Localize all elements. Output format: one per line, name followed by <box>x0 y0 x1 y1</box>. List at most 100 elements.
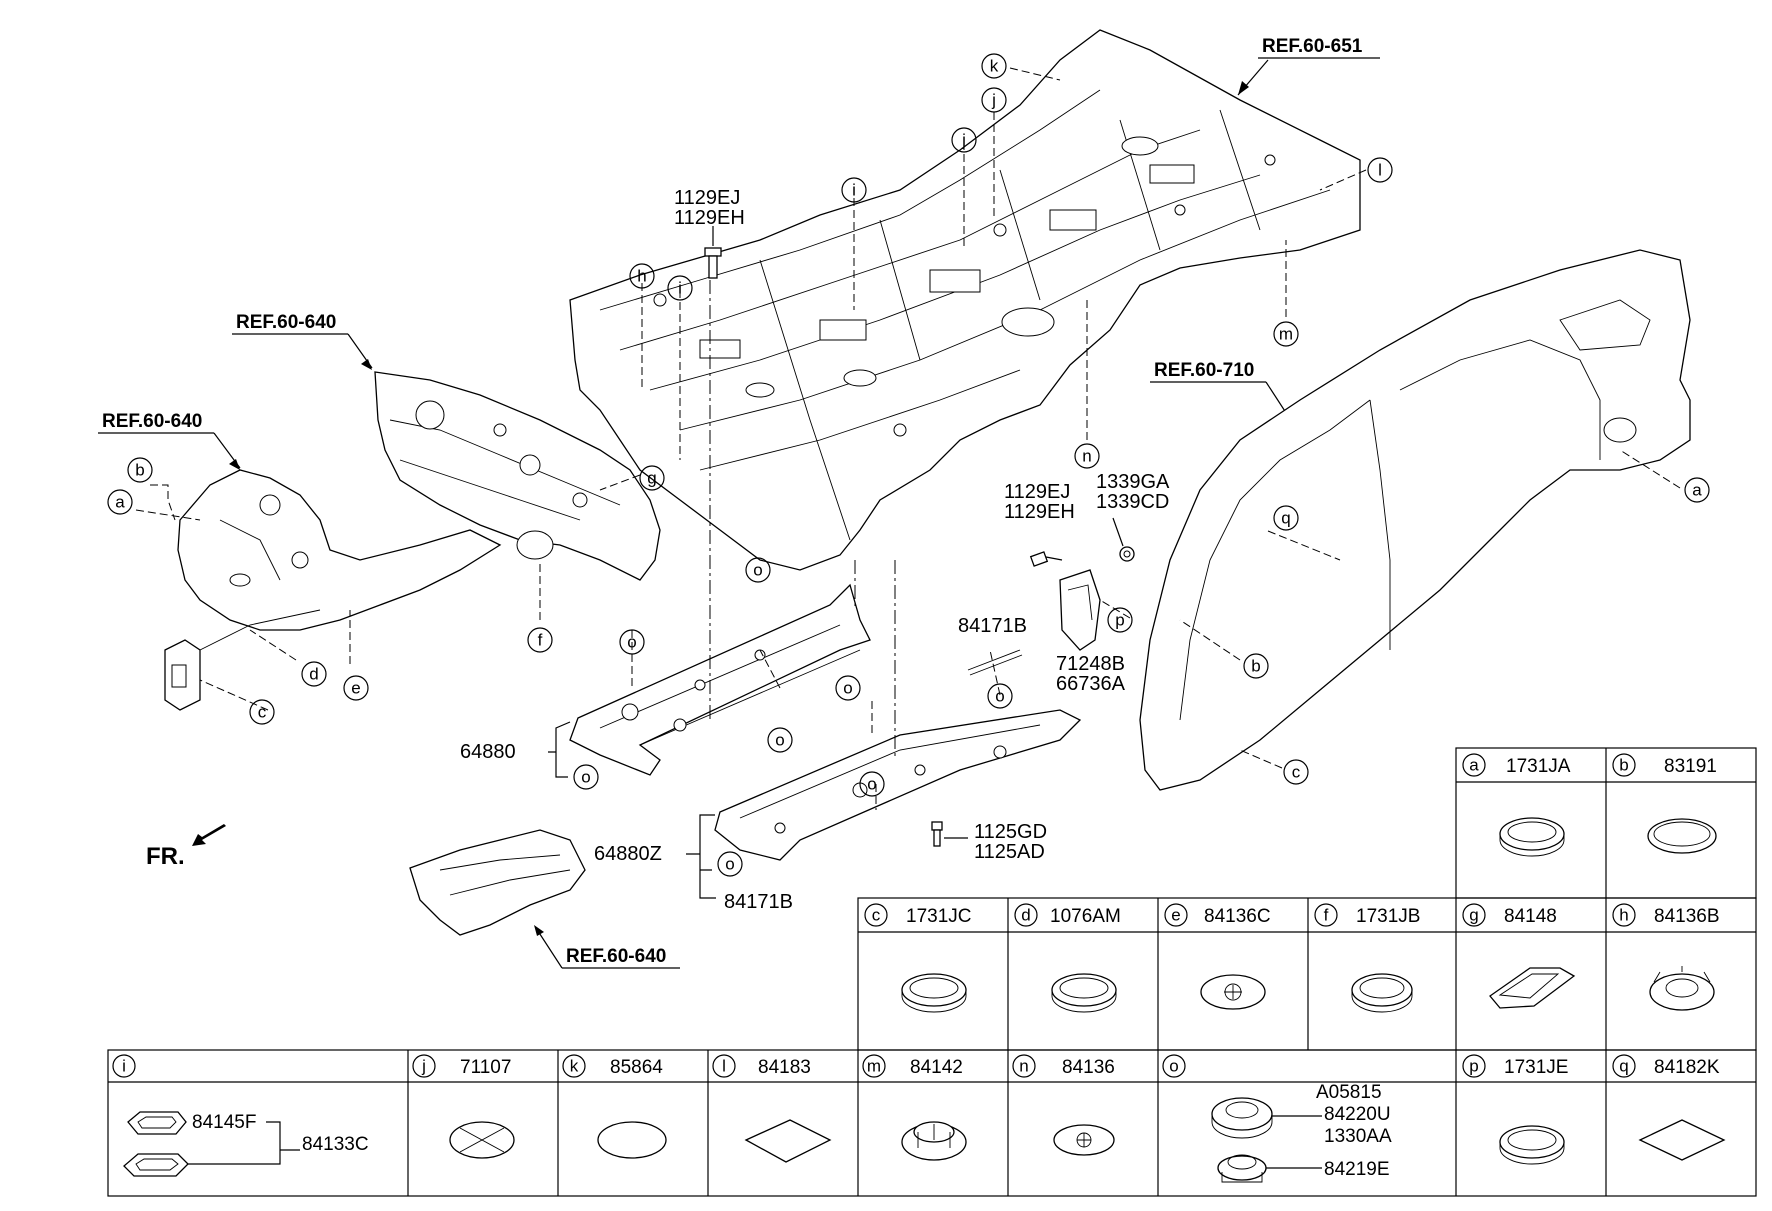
svg-text:o: o <box>627 633 636 652</box>
callout-j-2[interactable]: j <box>981 87 1007 113</box>
label-1125GD: 1125GD <box>974 821 1047 843</box>
label-64880Z: 64880Z <box>594 843 662 865</box>
svg-text:a: a <box>115 493 125 512</box>
svg-text:g: g <box>647 469 656 488</box>
callout-o-5[interactable]: o <box>987 683 1013 709</box>
label-71248B: 71248B <box>1056 653 1125 675</box>
callout-o-4[interactable]: o <box>767 727 793 753</box>
svg-text:h: h <box>637 267 646 286</box>
callout-a-1[interactable]: a <box>107 489 133 515</box>
callout-o-2[interactable]: o <box>619 629 645 655</box>
svg-text:A05815: A05815 <box>1316 1082 1382 1103</box>
svg-text:o: o <box>995 687 1004 706</box>
callout-n-1[interactable]: n <box>1074 443 1100 469</box>
svg-text:84136B: 84136B <box>1654 906 1720 927</box>
callout-m-1[interactable]: m <box>1273 321 1299 347</box>
under-cover-2 <box>714 709 1082 861</box>
svg-text:1330AA: 1330AA <box>1324 1126 1392 1147</box>
table-cell-p: p 1731JE <box>1462 1054 1568 1165</box>
svg-text:o: o <box>775 731 784 750</box>
label-1129EJ: 1129EJ <box>674 187 740 209</box>
svg-text:h: h <box>1619 906 1628 925</box>
ref-label-60-640-bottom[interactable]: REF.60-640 <box>534 925 680 969</box>
floor-panel-assembly <box>569 29 1361 571</box>
label-64880: 64880 <box>460 741 516 763</box>
callout-d-1[interactable]: d <box>301 661 327 687</box>
svg-text:b: b <box>1251 657 1260 676</box>
svg-text:q: q <box>1619 1057 1628 1076</box>
label-84171B-2: 84171B <box>724 891 793 913</box>
svg-text:a: a <box>1469 756 1479 775</box>
svg-text:j: j <box>961 131 966 150</box>
label-84171B: 84171B <box>958 615 1027 637</box>
svg-text:c: c <box>258 703 267 722</box>
callout-h-1[interactable]: h <box>629 263 655 289</box>
svg-text:e: e <box>1171 906 1180 925</box>
svg-text:j: j <box>421 1057 426 1076</box>
callout-c-2[interactable]: c <box>1283 759 1309 785</box>
svg-text:c: c <box>1292 763 1301 782</box>
callout-f-1[interactable]: f <box>527 627 553 653</box>
front-indicator: FR. <box>146 824 226 870</box>
diagram-labels: 1129EJ 1129EH 1129EJ 1129EH 1339GA 1339C… <box>460 187 1170 913</box>
svg-text:m: m <box>867 1057 881 1076</box>
callout-b-2[interactable]: b <box>1243 653 1269 679</box>
table-cell-b: b 83191 <box>1612 753 1717 854</box>
svg-text:o: o <box>581 768 590 787</box>
svg-text:i: i <box>122 1057 126 1076</box>
callout-b-1[interactable]: b <box>127 457 153 483</box>
ref-label-60-640-top[interactable]: REF.60-640 <box>232 312 373 370</box>
svg-text:83191: 83191 <box>1664 756 1717 777</box>
svg-text:l: l <box>1378 161 1382 180</box>
svg-text:j: j <box>991 91 996 110</box>
label-1339GA: 1339GA <box>1096 471 1170 493</box>
callout-p-1[interactable]: p <box>1107 607 1133 633</box>
ref-label-60-651[interactable]: REF.60-651 <box>1237 36 1380 96</box>
table-cell-c: c 1731JC <box>864 903 972 1013</box>
callout-e-1[interactable]: e <box>343 675 369 701</box>
callout-c-1[interactable]: c <box>249 699 275 725</box>
ref-label-60-640-left[interactable]: REF.60-640 <box>98 411 241 470</box>
svg-text:REF.60-640: REF.60-640 <box>566 946 666 967</box>
callout-o-6[interactable]: o <box>859 771 885 797</box>
callout-o-3[interactable]: o <box>835 675 861 701</box>
callout-o-1[interactable]: o <box>745 557 771 583</box>
svg-text:REF.60-640: REF.60-640 <box>102 411 202 432</box>
svg-text:p: p <box>1115 611 1124 630</box>
callout-j-1[interactable]: j <box>951 127 977 153</box>
screw-icon <box>931 821 968 847</box>
ref-label-60-710[interactable]: REF.60-710 <box>1150 360 1293 424</box>
callout-o-8[interactable]: o <box>717 851 743 877</box>
svg-text:84142: 84142 <box>910 1057 963 1078</box>
svg-text:84219E: 84219E <box>1324 1159 1390 1180</box>
callout-l-1[interactable]: l <box>1367 157 1393 183</box>
callout-k-1[interactable]: k <box>981 53 1007 79</box>
svg-text:f: f <box>1324 906 1329 925</box>
callout-o-7[interactable]: o <box>573 764 599 790</box>
table-cell-f: f 1731JB <box>1314 903 1420 1013</box>
callout-i-1[interactable]: i <box>667 275 693 301</box>
callout-i-2[interactable]: i <box>841 177 867 203</box>
svg-text:o: o <box>867 775 876 794</box>
svg-text:b: b <box>1619 756 1628 775</box>
svg-text:k: k <box>990 57 999 76</box>
callout-g-1[interactable]: g <box>639 465 665 491</box>
callout-a-2[interactable]: a <box>1684 477 1710 503</box>
table-cell-d: d 1076AM <box>1014 903 1121 1013</box>
label-1339CD: 1339CD <box>1096 491 1169 513</box>
svg-text:c: c <box>872 906 881 925</box>
svg-text:a: a <box>1692 481 1702 500</box>
label-1129EJ-2: 1129EJ <box>1004 481 1070 503</box>
table-cell-j: j 71107 <box>412 1054 515 1159</box>
svg-text:84133C: 84133C <box>302 1134 369 1155</box>
callout-q-1[interactable]: q <box>1273 505 1299 531</box>
svg-text:k: k <box>570 1057 579 1076</box>
svg-text:1731JA: 1731JA <box>1506 756 1571 777</box>
svg-text:p: p <box>1469 1057 1478 1076</box>
front-side-member <box>164 469 502 711</box>
table-cell-a: a 1731JA <box>1462 753 1571 857</box>
label-1129EH: 1129EH <box>674 207 745 229</box>
svg-text:o: o <box>725 855 734 874</box>
svg-text:m: m <box>1279 325 1293 344</box>
